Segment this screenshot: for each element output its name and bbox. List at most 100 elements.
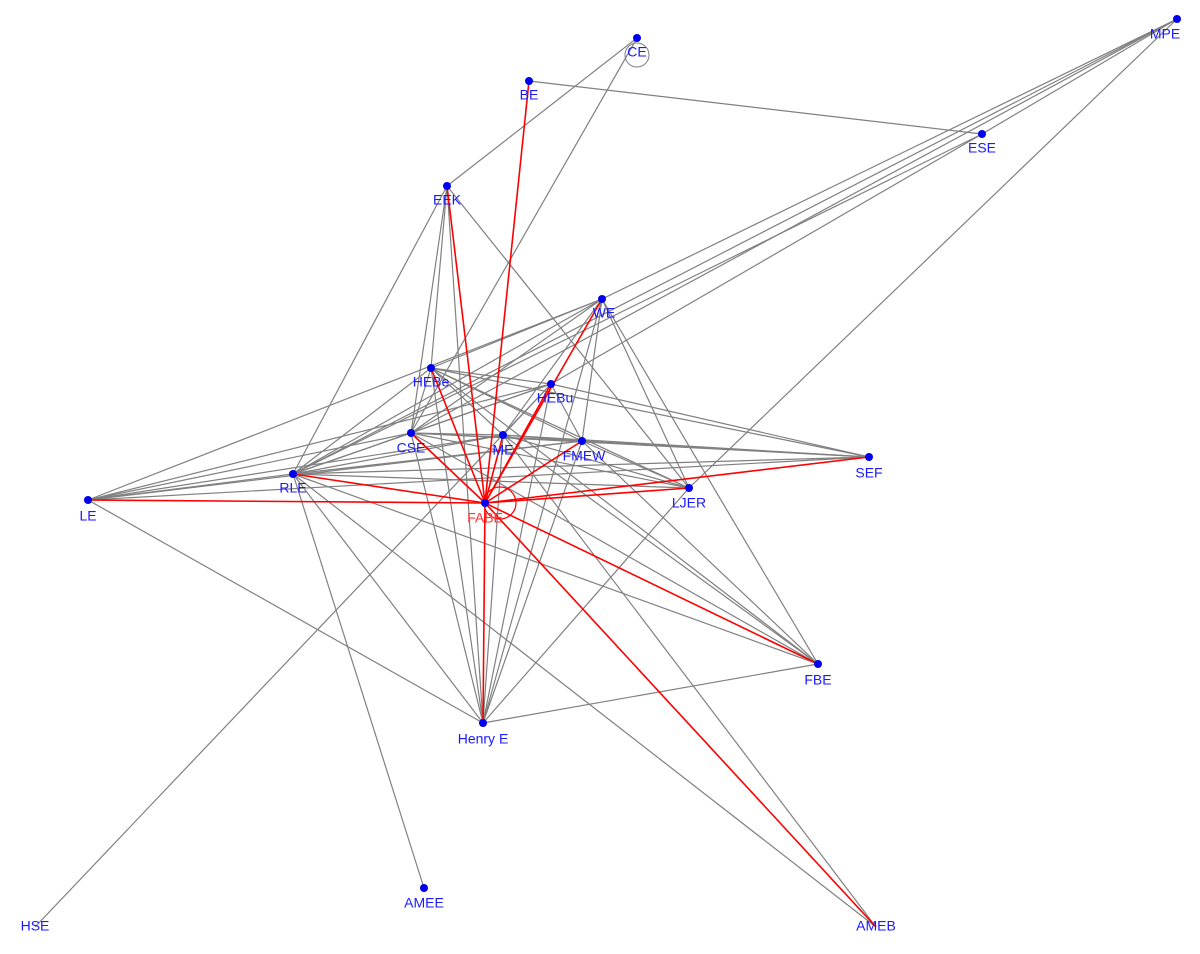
edge-we-fmew [581,298,603,442]
node-label-hse[interactable]: HSE [21,918,50,934]
edge-fabe-eek [446,185,486,504]
nodes-layer [84,15,1181,892]
edge-hebu-sef [550,383,870,458]
edge-fmew-fbe [581,440,819,665]
node-be[interactable] [525,77,533,85]
edge-me-le [87,434,504,501]
edge-mpe-rle [292,18,1178,475]
edge-eek-rle [292,185,448,475]
node-label-sef[interactable]: SEF [855,465,882,481]
node-label-mpe[interactable]: MPE [1150,26,1180,42]
node-label-rle[interactable]: RLE [279,480,306,496]
node-cse[interactable] [407,429,415,437]
node-me[interactable] [499,431,507,439]
node-label-amee[interactable]: AMEE [404,895,444,911]
edge-rle-amee [292,473,425,889]
edge-hebu-fmew [550,383,583,442]
edge-fabe-cse [410,432,486,504]
edge-hebe-ljer [430,367,690,489]
edge-hebe-henry [430,367,484,724]
edge-hebe-fbe [430,367,819,665]
node-we[interactable] [598,295,606,303]
node-fabe[interactable] [481,499,489,507]
node-label-we[interactable]: WE [593,305,616,321]
node-mpe[interactable] [1173,15,1181,23]
node-label-eek[interactable]: EEK [433,192,462,208]
edge-mpe-ese [981,18,1178,135]
edge-rle-sef [292,456,870,475]
node-henry[interactable] [479,719,487,727]
node-hebu[interactable] [547,380,555,388]
node-label-fbe[interactable]: FBE [804,672,831,688]
edge-mpe-cse [410,18,1178,434]
edge-we-ljer [601,298,690,489]
node-rle[interactable] [289,470,297,478]
node-fmew[interactable] [578,437,586,445]
self-loop-ce [624,42,650,68]
edges-layer [34,18,1178,928]
edge-fabe-sef [484,456,870,504]
edge-we-le [87,298,603,501]
edge-me-ljer [502,434,690,489]
edge-fabe-be [484,80,530,504]
edge-ese-hebu [550,133,983,385]
node-label-ese[interactable]: ESE [968,140,996,156]
node-label-ameb[interactable]: AMEB [856,918,896,934]
node-ce[interactable] [633,34,641,42]
node-label-le[interactable]: LE [79,508,96,524]
edge-hebe-sef [430,367,870,458]
node-amee[interactable] [420,884,428,892]
edge-fabe-henry [482,502,486,724]
edge-hebu-le [87,383,552,501]
node-label-me[interactable]: ME [493,442,514,458]
edge-le-sef [87,456,870,501]
node-sef[interactable] [865,453,873,461]
edge-hebe-hebu [430,367,552,385]
edge-eek-ljer [446,185,690,489]
edge-we-rle [292,298,603,475]
node-label-fabe[interactable]: FABE [467,510,503,526]
edge-cse-rle [292,432,412,475]
edge-ese-rle [292,133,983,475]
edge-hebe-cse [410,367,432,434]
node-label-hebe[interactable]: HEBe [413,374,450,390]
edge-ce-cse [410,37,638,434]
node-ese[interactable] [978,130,986,138]
node-label-cse[interactable]: CSE [397,440,426,456]
edge-cse-fbe [410,432,819,665]
edge-be-ese [528,80,983,135]
node-hebe[interactable] [427,364,435,372]
node-label-be[interactable]: BE [520,87,539,103]
edge-we-cse [410,298,603,434]
node-label-ljer[interactable]: LJER [672,495,706,511]
edge-hse-hebu [34,383,552,928]
edge-mpe-we [601,18,1178,300]
edge-cse-le [87,432,412,501]
edge-we-henry [482,298,603,724]
edge-eek-cse [410,185,448,434]
node-label-hebu[interactable]: HEBu [537,390,574,406]
node-label-henry[interactable]: Henry E [458,731,509,747]
edge-hebe-me [430,367,504,436]
edge-fabe-fmew [484,440,583,504]
edge-fmew-sef [581,440,870,458]
node-label-ce[interactable]: CE [627,44,646,60]
node-label-fmew[interactable]: FMEW [563,448,607,464]
edge-me-henry [482,434,504,724]
node-fbe[interactable] [814,660,822,668]
node-le[interactable] [84,496,92,504]
edge-rle-fbe [292,473,819,665]
edge-we-me [502,298,603,436]
edge-fmew-henry [482,440,583,724]
edge-le-henry [87,499,484,724]
edge-rle-henry [292,473,484,724]
edge-me-rle [292,434,504,475]
edge-hebe-rle [292,367,432,475]
node-ljer[interactable] [685,484,693,492]
edge-eek-hebe [430,185,448,369]
edge-rle-ameb [292,473,877,928]
edge-me-fbe [502,434,819,665]
node-eek[interactable] [443,182,451,190]
